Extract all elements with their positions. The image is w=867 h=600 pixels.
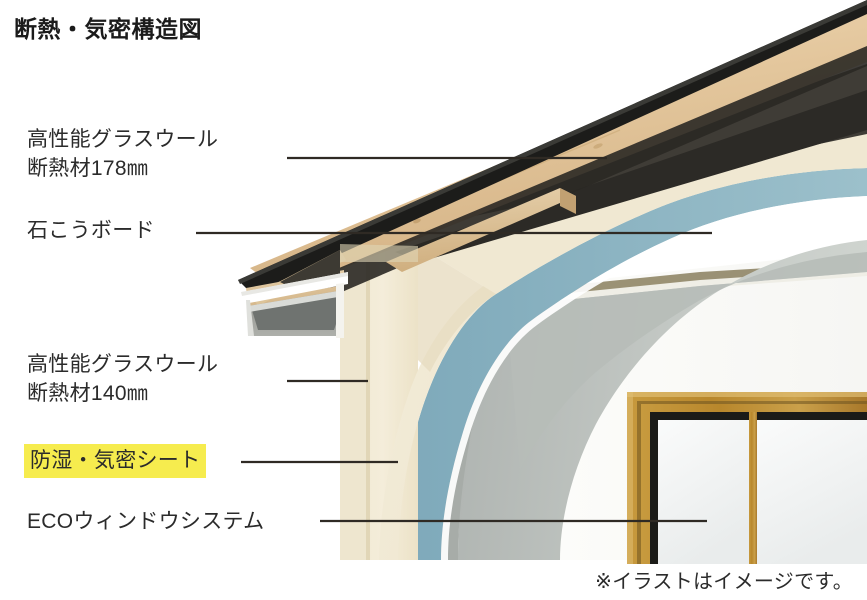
callout-line-1: 高性能グラスウール — [27, 128, 219, 151]
callout-vapor-barrier-sheet: 防湿・気密シート — [24, 444, 207, 478]
window-mullion — [749, 412, 757, 564]
leader-lines — [196, 156, 712, 523]
illustration-body — [196, 0, 867, 564]
callout-line-1: ECOウィンドウシステム — [27, 510, 265, 533]
page-title: 断熱・気密構造図 — [14, 16, 202, 42]
collar-beam — [386, 188, 576, 272]
vapor-barrier-sheet-layer — [398, 168, 867, 560]
callout-gypsum-board: 石こうボード — [27, 216, 155, 245]
callout-line-1: 防湿・気密シート — [30, 449, 201, 472]
exterior-wall-face — [340, 258, 366, 560]
callout-line-1: 高性能グラスウール — [27, 353, 219, 376]
callout-eco-window-system: ECOウィンドウシステム — [27, 507, 264, 536]
roof-assembly — [238, 0, 867, 310]
shading-accents — [340, 244, 418, 262]
callout-line-1: 石こうボード — [27, 219, 155, 242]
window-pane-left — [658, 420, 749, 564]
callout-glasswool-178: 高性能グラスウール 断熱材178㎜ — [27, 125, 218, 183]
callout-line-2: 断熱材140㎜ — [27, 382, 149, 405]
window-pane-right — [756, 420, 867, 564]
callout-glasswool-140: 高性能グラスウール 断熱材140㎜ — [27, 350, 218, 408]
illustration-disclaimer: ※イラストはイメージです。 — [595, 571, 853, 593]
eco-window — [627, 392, 867, 564]
eave-soffit — [241, 250, 348, 338]
callout-line-2: 断熱材178㎜ — [27, 157, 149, 180]
